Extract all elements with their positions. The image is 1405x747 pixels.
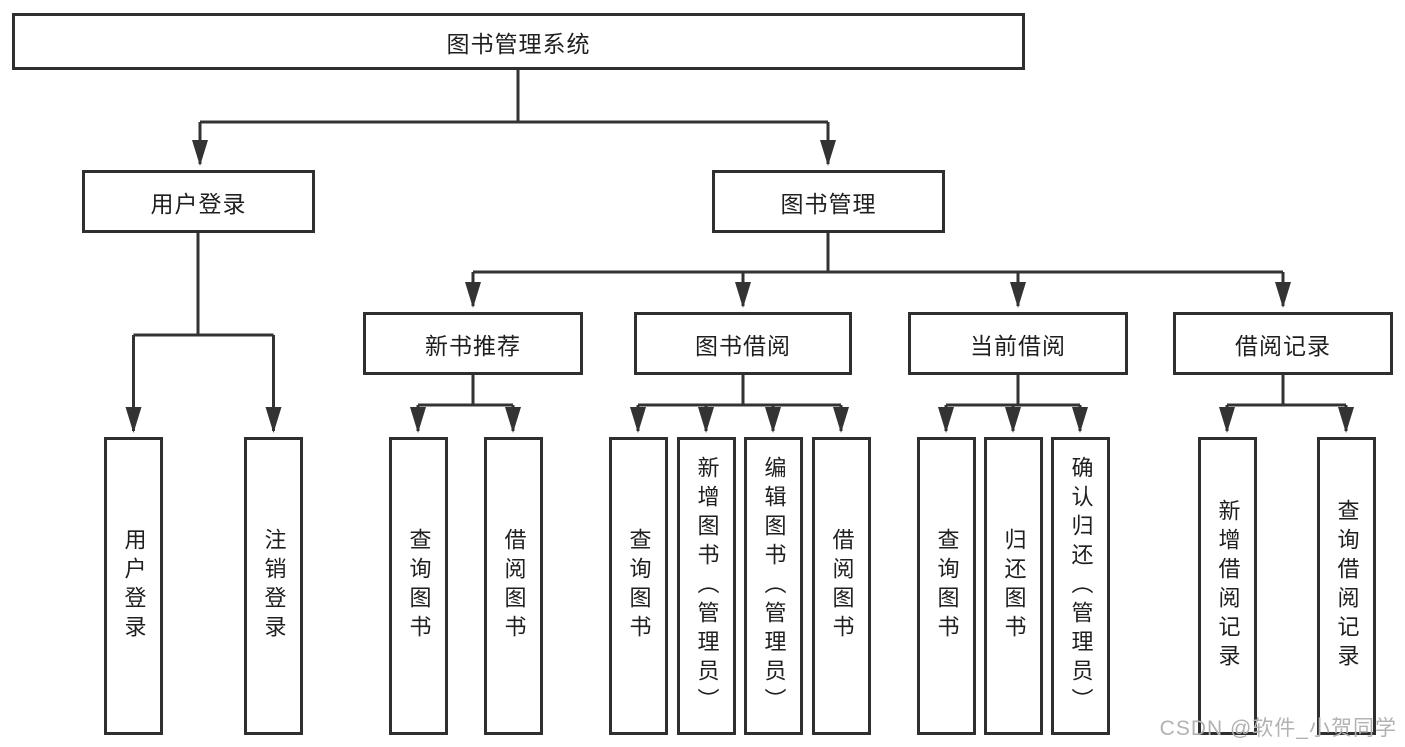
leaf-query-books-borrow: 查询图书 [609, 437, 668, 735]
node-label: 图书借阅 [695, 332, 791, 359]
node-current-borrowing: 当前借阅 [908, 312, 1128, 375]
leaf-label: 查询图书 [626, 528, 652, 644]
leaf-return-books: 归还图书 [984, 437, 1043, 735]
leaf-add-books-admin: 新增图书（管理员） [677, 437, 736, 735]
leaf-edit-books-admin: 编辑图书（管理员） [744, 437, 803, 735]
node-label: 图书管理 [780, 190, 877, 217]
node-library-management-system: 图书管理系统 [12, 13, 1025, 70]
leaf-label: 确认归还（管理员） [1068, 455, 1094, 717]
leaf-borrow-books-recommend: 借阅图书 [484, 437, 543, 735]
node-label: 新书推荐 [425, 332, 521, 359]
csdn-watermark: CSDN @软件_小贺同学 [1159, 717, 1397, 740]
leaf-logout: 注销登录 [244, 437, 303, 735]
node-label: 当前借阅 [970, 332, 1066, 359]
leaf-label: 新增借阅记录 [1215, 499, 1241, 673]
leaf-label: 归还图书 [1001, 528, 1027, 644]
leaf-label: 注销登录 [261, 528, 287, 644]
leaf-query-books-current: 查询图书 [917, 437, 976, 735]
node-book-borrowing: 图书借阅 [634, 312, 852, 375]
leaf-label: 查询图书 [406, 528, 432, 644]
leaf-label: 查询图书 [934, 528, 960, 644]
node-label: 图书管理系统 [446, 30, 591, 57]
node-label: 用户登录 [150, 190, 247, 217]
node-label: 借阅记录 [1235, 332, 1331, 359]
leaf-query-books-recommend: 查询图书 [389, 437, 448, 735]
node-borrowing-records: 借阅记录 [1173, 312, 1393, 375]
leaf-user-login: 用户登录 [104, 437, 163, 735]
leaf-label: 编辑图书（管理员） [761, 455, 787, 717]
leaf-label: 新增图书（管理员） [694, 455, 720, 717]
leaf-label: 查询借阅记录 [1334, 499, 1360, 673]
leaf-add-borrow-record: 新增借阅记录 [1198, 437, 1257, 735]
leaf-label: 借阅图书 [501, 528, 527, 644]
leaf-query-borrow-record: 查询借阅记录 [1317, 437, 1376, 735]
node-user-login: 用户登录 [82, 170, 315, 233]
leaf-label: 借阅图书 [829, 528, 855, 644]
leaf-label: 用户登录 [121, 528, 147, 644]
node-book-management: 图书管理 [712, 170, 945, 233]
node-new-book-recommend: 新书推荐 [363, 312, 583, 375]
leaf-confirm-return-admin: 确认归还（管理员） [1051, 437, 1110, 735]
leaf-borrow-books: 借阅图书 [812, 437, 871, 735]
